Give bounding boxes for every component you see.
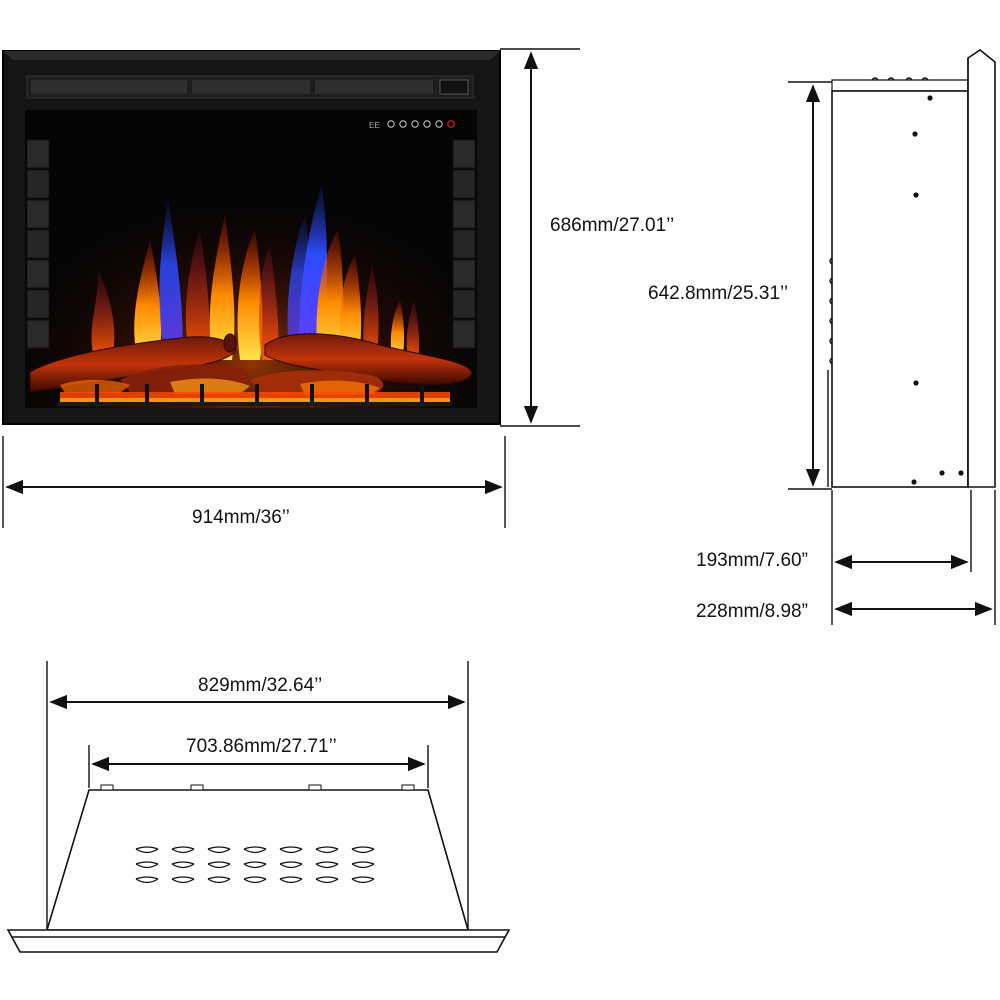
vent-slot <box>315 846 339 854</box>
front-width-label: 914mm/36’’ <box>192 507 290 528</box>
control-button-3[interactable] <box>411 120 419 128</box>
vent-slot <box>207 861 231 869</box>
control-panel: EE <box>369 120 455 130</box>
side-view: 642.8mm/25.31’’ 193mm/7.60” 228mm/8.98” <box>648 49 996 625</box>
front-view: EE <box>2 48 674 528</box>
depth-body-label: 193mm/7.60” <box>696 550 808 571</box>
top-front-plate <box>6 929 511 953</box>
log-set <box>29 333 473 395</box>
vent-slot <box>243 861 267 869</box>
vent-slot <box>243 876 267 884</box>
top-outer-label: 829mm/32.64’’ <box>198 675 322 696</box>
side-body <box>831 90 969 488</box>
vent-slot <box>135 876 159 884</box>
top-body <box>45 789 470 931</box>
frame-bevel <box>3 51 500 60</box>
side-screws <box>911 95 964 485</box>
ember-bed <box>58 384 452 406</box>
front-height-label: 686mm/27.01’’ <box>550 215 674 236</box>
top-vent-grid <box>135 846 375 884</box>
vent-slot <box>315 861 339 869</box>
vent-slot <box>279 861 303 869</box>
depth-total-label: 228mm/8.98” <box>696 601 808 622</box>
vent-slot <box>171 846 195 854</box>
right-brick-wall <box>452 139 476 349</box>
vent-slot <box>279 876 303 884</box>
side-height-label: 642.8mm/25.31’’ <box>648 283 788 304</box>
vent-slot <box>171 876 195 884</box>
control-button-4[interactable] <box>423 120 431 128</box>
control-button-1[interactable] <box>387 120 395 128</box>
vent-slot <box>135 846 159 854</box>
vent-slot <box>243 846 267 854</box>
side-top-flange <box>831 79 969 92</box>
vent-grille-1 <box>31 80 187 94</box>
left-brick-wall <box>26 139 50 349</box>
vent-slot <box>351 861 375 869</box>
control-button-5[interactable] <box>435 120 443 128</box>
vent-slot <box>135 861 159 869</box>
vent-slot <box>279 846 303 854</box>
control-panel-display: EE <box>369 121 380 130</box>
vent-slot <box>351 846 375 854</box>
vent-grille-3 <box>315 80 433 94</box>
top-tabs <box>100 784 415 791</box>
top-inner-label: 703.86mm/27.71’’ <box>186 736 337 757</box>
power-switch[interactable] <box>439 79 469 95</box>
vent-slot <box>207 876 231 884</box>
vent-slot <box>315 876 339 884</box>
power-indicator[interactable] <box>447 120 455 128</box>
rear-vent-ridges <box>827 257 833 487</box>
vent-slot <box>171 861 195 869</box>
side-front-trim <box>967 49 996 488</box>
vent-slot <box>351 876 375 884</box>
top-view: 829mm/32.64’’ 703.86mm/27.71’’ <box>6 661 511 953</box>
vent-slot <box>207 846 231 854</box>
control-button-2[interactable] <box>399 120 407 128</box>
vent-grille-2 <box>192 80 310 94</box>
flames <box>91 185 420 360</box>
